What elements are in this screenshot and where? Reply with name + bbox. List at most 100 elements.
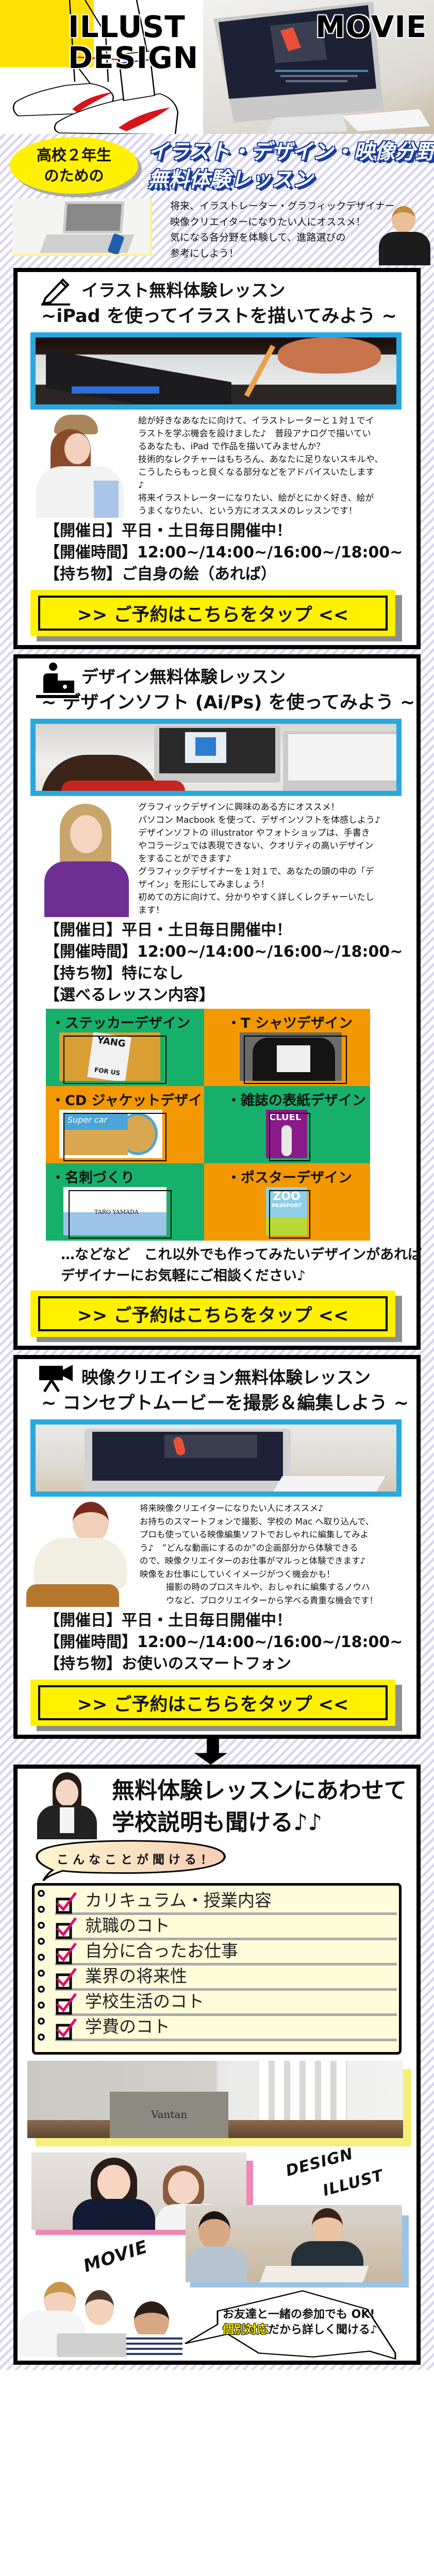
description-line: 絵が好きなあなたに向けて、イラストレーターと１対１でイ	[138, 416, 374, 426]
info-time: 【開催時間】12:00~/14:00~/16:00~/18:00~	[44, 544, 403, 562]
sneaker-illustration	[12, 0, 179, 134]
design-reserve-button[interactable]: >> ご予約はこちらをタップ <<	[30, 1291, 395, 1337]
description-line: 映像をお仕事にしていくイメージがつく機会かも！	[140, 1569, 335, 1579]
artwork-frame	[63, 1036, 166, 1084]
info-date: 【開催日】平日・土日毎日開催中！	[44, 921, 292, 939]
checkbox-checked-icon	[56, 2018, 77, 2040]
info-lesson-options-heading: 【選べるレッスン内容】	[44, 986, 214, 1004]
landing-page: ILLUST DESIGN MOVIE 高校２年生 のための イラスト・デザイン…	[0, 0, 434, 2370]
illust-description: 絵が好きなあなたに向けて、イラストレーターと１対１でイ ラストを学ぶ機会を設けま…	[138, 415, 383, 518]
poster-artwork: ZOO PASSPORT	[266, 1187, 307, 1235]
intro-line: 気になる各分野を体験して、進路選びの	[170, 232, 346, 243]
description-line: う♪ ”どんな動画にするのか”の企画部分から体験できる	[140, 1543, 358, 1553]
checkbox-checked-icon	[56, 1993, 77, 2015]
description-line: うまくなりたい、という方にオススメのレッスンです！	[138, 506, 357, 516]
option-tshirt-design: ・T シャツデザイン	[204, 1009, 370, 1086]
laptop-photo	[12, 198, 152, 256]
illust-schedule-info: 【開催日】平日・土日毎日開催中！ 【開催時間】12:00~/14:00~/16:…	[44, 520, 403, 585]
design-class-photo	[30, 719, 402, 796]
info-time: 【開催時間】12:00~/14:00~/16:00~/18:00~	[44, 943, 403, 961]
movie-description: 将来映像クリエイターになりたい人にオススメ♪ お持ちのスマートフォンで撮影、学校…	[140, 1502, 378, 1607]
reserve-button-label: >> ご予約はこちらをタップ <<	[38, 596, 388, 631]
hero: ILLUST DESIGN MOVIE	[0, 0, 434, 134]
checkbox-checked-icon	[56, 1917, 77, 1939]
illust-reserve-button[interactable]: >> ご予約はこちらをタップ <<	[30, 590, 395, 636]
checkbox-checked-icon	[56, 1968, 77, 1990]
info-time: 【開催時間】12:00~/14:00~/16:00~/18:00~	[44, 1633, 403, 1651]
checkbox-checked-icon	[56, 1942, 77, 1964]
notebook-rings	[38, 1890, 45, 2049]
movie-reserve-button[interactable]: >> ご予約はこちらをタップ <<	[30, 1680, 395, 1726]
school-lobby-photo: Vantan	[27, 2061, 403, 2138]
design-options-note: …などなど これ以外でも作ってみたいデザインがあれば デザイナーにお気軽にご相談…	[61, 1247, 422, 1284]
checkbox-checked-icon	[56, 1892, 77, 1914]
video-camera-icon	[39, 1365, 73, 1393]
intro-line: 映像クリエイターになりたい人にオススメ！	[170, 216, 366, 228]
speech-bubble-text: こんなことが聞ける！	[57, 1853, 216, 1867]
badge-line-2: のための	[44, 167, 104, 184]
lesson-title: デザイン無料体験レッスン	[81, 667, 286, 687]
illust-instructor-photo	[31, 415, 124, 518]
info-items: 【持ち物】特になし	[44, 964, 183, 982]
artwork-frame	[244, 1036, 347, 1084]
school-title: 無料体験レッスンにあわせて 学校説明も聞ける♪♪	[112, 1777, 407, 1836]
artwork-frame	[63, 1113, 166, 1161]
callout-bubble-shape	[185, 2290, 396, 2360]
info-items: 【持ち物】ご自身の絵（あれば）	[44, 565, 276, 583]
imac-editing-graphic	[213, 2, 430, 134]
tshirt-artwork	[240, 1032, 342, 1081]
grade-badge: 高校２年生 のための	[10, 137, 138, 194]
pencil-icon	[41, 278, 70, 306]
description-line: 初めての方に向けて、分かりやすく詳しくレクチャーいたし	[138, 892, 374, 903]
description-line: ザイン」を形にしてみましょう！	[138, 879, 270, 890]
checklist-box: カリキュラム・授業内容 就職のコト 自分に合ったお仕事 業界の将来性 学校生活の…	[32, 1883, 402, 2055]
badge-line-1: 高校２年生	[36, 146, 111, 164]
description-line: 撮影の時のプロスキルや、おしゃれに編集するノウハ	[166, 1582, 370, 1592]
option-cd-jacket-design: ・CD ジャケットデザイン Super car	[46, 1086, 204, 1163]
design-schedule-info: 【開催日】平日・土日毎日開催中！ 【開催時間】12:00~/14:00~/16:…	[44, 920, 403, 1006]
option-sticker-design: ・ステッカーデザイン YANG FOR US	[46, 1009, 204, 1086]
magazine-artwork: CLUEL	[266, 1110, 307, 1158]
hero-yellow-block	[0, 0, 94, 67]
description-line: 将来映像クリエイターになりたい人にオススメ♪	[140, 1503, 324, 1513]
movie-instructor-photo	[26, 1502, 137, 1607]
option-label: ・CD ジャケットデザイン	[51, 1093, 204, 1109]
description-line: ラストを学ぶ機会を設けました♪ 普段アナログで描いてい	[138, 429, 371, 439]
lesson-subtitle: ~ デザインソフト (Ai/Ps) を使ってみよう ~	[41, 692, 415, 713]
option-label: ・T シャツデザイン	[227, 1015, 353, 1031]
artwork-frame	[69, 1190, 172, 1239]
group-photo	[18, 2280, 182, 2357]
checklist-item: カリキュラム・授業内容	[55, 1890, 397, 1915]
callout-highlight: 個別対応	[223, 2324, 269, 2336]
info-date: 【開催日】平日・土日毎日開催中！	[44, 522, 292, 540]
description-line: パソコン Macbook を使って、デザインソフトを体感しよう♪	[138, 815, 380, 825]
callout-text: お友達と一緒の参加でも OK! 個別対応だから詳しく聞ける♪	[223, 2308, 378, 2336]
lesson-subtitle: ~ コンセプトムービーを撮影＆編集しよう ~	[41, 1393, 409, 1414]
lesson-title: イラスト無料体験レッスン	[81, 280, 286, 300]
hero-editing-photo	[203, 0, 434, 134]
option-label: ・ポスターデザイン	[227, 1170, 352, 1186]
description-line: デザインソフトの illustrator やフォトショップは、手書き	[138, 828, 370, 838]
description-line: ♪	[138, 480, 144, 490]
intro-line: 将来、イラストレーター・グラフィックデザイナー	[170, 200, 395, 212]
description-line: ます！	[138, 905, 164, 916]
video-editing-photo	[30, 1419, 402, 1497]
speech-bubble-shape	[36, 1840, 226, 1882]
staff-photo	[31, 1772, 108, 1839]
checklist-item: 学校生活のコト	[55, 1991, 397, 2016]
person-at-computer-icon	[36, 663, 79, 698]
option-label: ・ステッカーデザイン	[51, 1015, 190, 1031]
reserve-button-label: >> ご予約はこちらをタップ <<	[38, 1296, 388, 1331]
description-line: ので、映像クリエイターのお仕事がマルっと体験できます♪	[140, 1556, 366, 1566]
description-line: ウなど、プロクリエイターから学べる貴重な機会です！	[166, 1595, 378, 1605]
lesson-subtitle: ~iPad を使ってイラストを描いてみよう ~	[41, 306, 397, 327]
movie-schedule-info: 【開催日】平日・土日毎日開催中！ 【開催時間】12:00~/14:00~/16:…	[44, 1610, 403, 1675]
artwork-frame	[269, 1113, 310, 1161]
sticker-artwork: YANG FOR US	[59, 1032, 160, 1081]
checklist-item: 業界の将来性	[55, 1965, 397, 1991]
intro-line: 参考にしよう！	[170, 247, 239, 259]
vantan-sign: Vantan	[151, 2108, 188, 2121]
description-line: やコラージュでは表現できない、クオリティの高いデザイン	[138, 841, 374, 851]
description-line: 将来イラストレーターになりたい、絵がとにかく好き、絵が	[138, 493, 374, 503]
hero-label-movie: MOVIE	[315, 9, 427, 44]
